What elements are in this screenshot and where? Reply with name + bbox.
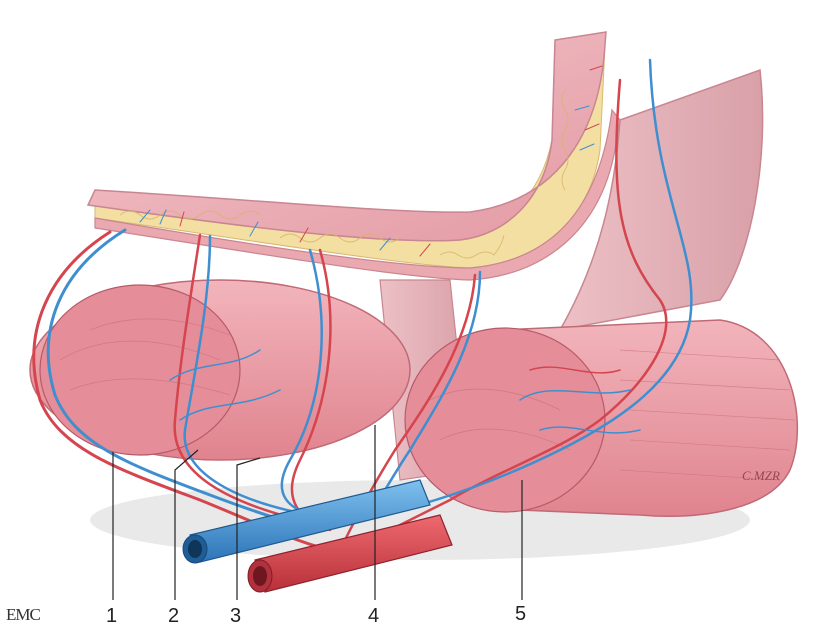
label-1: 1 xyxy=(106,605,117,627)
label-2: 2 xyxy=(168,605,179,627)
label-4: 4 xyxy=(368,605,379,627)
skin-fat-sheet xyxy=(88,32,620,280)
artist-signature: C.MZR xyxy=(742,468,780,483)
emc-logo: EMC xyxy=(6,605,41,624)
left-muscle-cylinder xyxy=(30,280,410,460)
label-5: 5 xyxy=(515,603,526,625)
label-3: 3 xyxy=(230,605,241,627)
